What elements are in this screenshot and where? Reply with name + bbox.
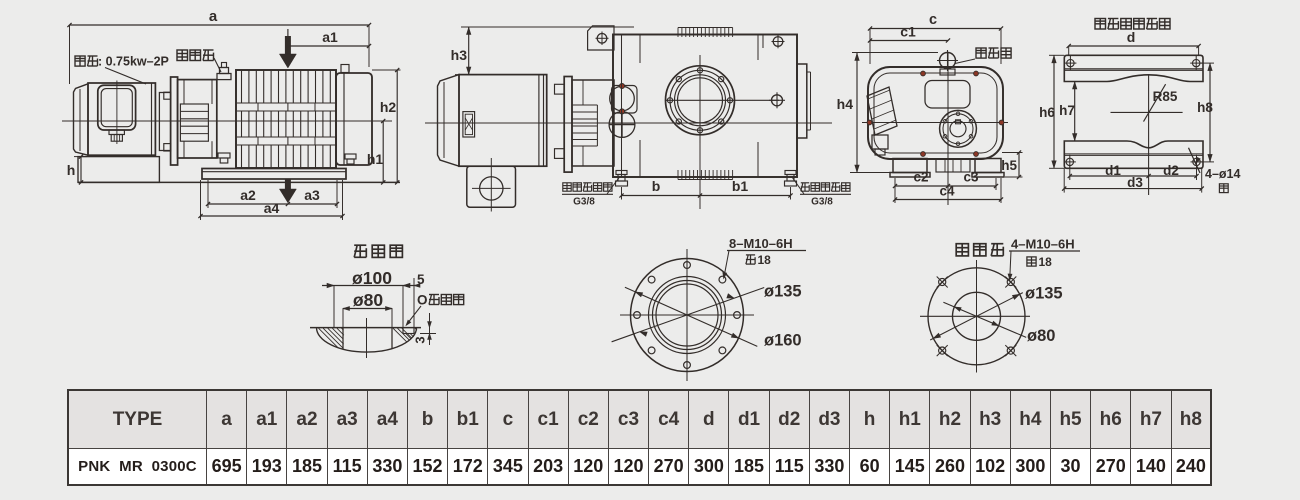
svg-text:8–M10–6H: 8–M10–6H [729, 236, 793, 251]
svg-text:a3: a3 [304, 187, 320, 203]
svg-text:a: a [209, 8, 218, 25]
svg-text:G3/8: G3/8 [573, 197, 595, 208]
svg-text:h7: h7 [1059, 103, 1075, 118]
svg-text:d1: d1 [1105, 163, 1121, 178]
svg-text:R85: R85 [1153, 89, 1178, 104]
svg-text:h3: h3 [451, 47, 468, 63]
svg-text:ø80: ø80 [1027, 327, 1055, 345]
svg-text:h1: h1 [367, 151, 384, 167]
svg-text:d3: d3 [1127, 175, 1143, 190]
svg-text:ø135: ø135 [764, 283, 802, 301]
svg-text:h: h [67, 162, 76, 178]
svg-text:c3: c3 [963, 170, 979, 185]
svg-text:c4: c4 [939, 184, 955, 199]
svg-text:h2: h2 [380, 99, 397, 115]
svg-text:b: b [652, 178, 661, 194]
svg-text:ø135: ø135 [1025, 285, 1063, 303]
svg-text:d2: d2 [1163, 163, 1179, 178]
svg-text:a2: a2 [240, 187, 256, 203]
svg-text:h6: h6 [1039, 105, 1055, 120]
svg-text:5: 5 [417, 272, 425, 287]
svg-text:c1: c1 [900, 24, 916, 40]
svg-text:4–ø14: 4–ø14 [1205, 167, 1240, 181]
svg-text:c: c [929, 12, 937, 28]
svg-text:O: O [417, 293, 428, 308]
svg-text:: 0.75kw–2P: : 0.75kw–2P [98, 55, 169, 69]
svg-text:c2: c2 [913, 170, 928, 185]
svg-text:b1: b1 [732, 178, 749, 194]
svg-text:h5: h5 [1001, 158, 1017, 173]
svg-text:ø80: ø80 [353, 290, 383, 310]
svg-text:18: 18 [1039, 255, 1053, 269]
svg-text:a1: a1 [322, 29, 338, 45]
svg-text:4–M10–6H: 4–M10–6H [1011, 237, 1075, 252]
svg-text:3: 3 [413, 336, 428, 343]
svg-text:h8: h8 [1197, 100, 1213, 115]
svg-text:G3/8: G3/8 [811, 197, 833, 208]
svg-text:ø100: ø100 [352, 268, 392, 288]
svg-text:18: 18 [758, 253, 772, 267]
svg-text:d: d [1127, 29, 1136, 45]
svg-text:ø160: ø160 [764, 332, 802, 350]
svg-text:h4: h4 [837, 96, 854, 112]
svg-text:a4: a4 [264, 200, 280, 216]
